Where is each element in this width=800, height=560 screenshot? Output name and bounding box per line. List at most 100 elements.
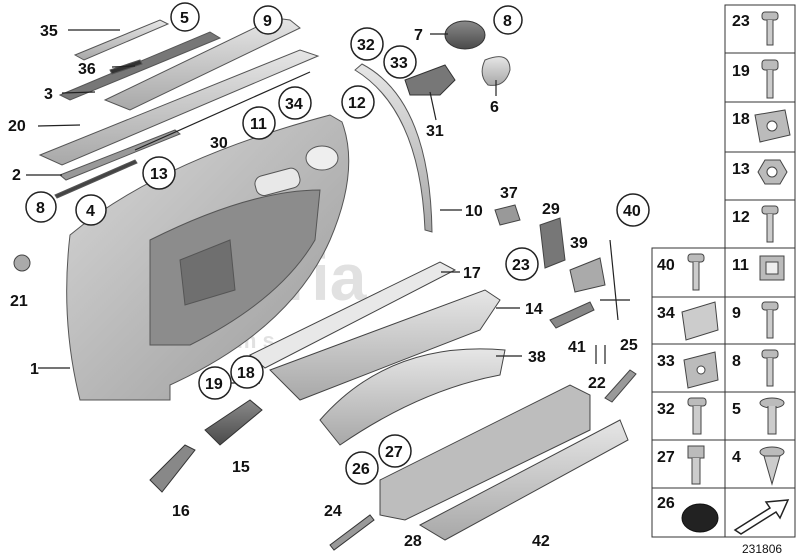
clip-nut-icon [683, 351, 719, 389]
bolt-icon [687, 445, 705, 485]
expansion-rivet-icon [759, 446, 785, 486]
clip-icon [681, 301, 719, 341]
callout-13: 13 [150, 166, 168, 183]
screw-icon [687, 397, 707, 435]
screw-icon [761, 301, 779, 339]
callout-29: 29 [542, 201, 560, 218]
callout-33: 33 [390, 55, 408, 72]
part-37 [494, 204, 521, 226]
trim-strip-20 [38, 49, 320, 166]
callout-11: 11 [250, 116, 267, 133]
trim-strip-3 [58, 31, 222, 101]
legend-5: 5 [732, 401, 741, 418]
screw-icon [761, 205, 779, 243]
screw-icon [761, 349, 779, 387]
callout-20: 20 [8, 118, 26, 135]
armrest-parts [249, 261, 506, 446]
legend-40: 40 [657, 257, 675, 274]
tweeter-7 [444, 20, 486, 50]
callout-19: 19 [205, 376, 223, 393]
callout-18: 18 [237, 365, 255, 382]
square-nut-icon [759, 255, 785, 281]
bracket-parts [494, 204, 637, 403]
callout-8-top: 8 [503, 13, 512, 30]
door-panel-opening [254, 167, 301, 197]
trim-strip-35 [73, 19, 170, 61]
fastener-legend: 23 19 18 13 12 40 11 34 9 33 8 32 5 27 4… [651, 4, 796, 538]
legend-23: 23 [732, 13, 750, 30]
legend-26: 26 [657, 495, 675, 512]
legend-19: 19 [732, 63, 750, 80]
cap-icon [681, 503, 719, 533]
hex-nut-icon [757, 159, 788, 185]
callout-42: 42 [532, 533, 550, 550]
legend-8: 8 [732, 353, 741, 370]
callout-37: 37 [500, 185, 518, 202]
callout-4: 4 [86, 203, 95, 220]
callout-24: 24 [324, 503, 342, 520]
callout-17: 17 [463, 265, 481, 282]
trim-strip-2 [59, 129, 181, 181]
callout-31: 31 [426, 123, 444, 140]
callout-5: 5 [180, 10, 189, 27]
trim-strip-9 [103, 17, 301, 111]
legend-33: 33 [657, 353, 675, 370]
callout-23: 23 [512, 257, 530, 274]
legend-11: 11 [732, 257, 749, 274]
callout-6: 6 [490, 99, 499, 116]
callout-10: 10 [465, 203, 483, 220]
callout-35: 35 [40, 23, 58, 40]
callout-21: 21 [10, 293, 28, 310]
trim-strips [38, 17, 320, 199]
plug-21 [13, 254, 31, 272]
callout-16: 16 [172, 503, 190, 520]
callout-26: 26 [352, 461, 370, 478]
door-rod-40 [600, 239, 630, 321]
callout-38: 38 [528, 349, 546, 366]
legend-9: 9 [732, 305, 741, 322]
door-pocket-28 [379, 384, 591, 521]
callout-22: 22 [588, 375, 606, 392]
callout-12: 12 [348, 95, 366, 112]
grip-end-16 [149, 444, 196, 493]
tweeter-cover-6 [481, 56, 511, 86]
pin-41 [549, 301, 595, 329]
clip-nut-icon [754, 109, 791, 143]
callout-7: 7 [414, 27, 423, 44]
legend-34: 34 [657, 305, 675, 322]
pin-25 [604, 369, 637, 403]
callout-32: 32 [357, 37, 375, 54]
diagram-reference-number: 231806 [742, 542, 782, 556]
callout-28: 28 [404, 533, 422, 550]
callout-8-left: 8 [36, 200, 45, 217]
callout-40: 40 [623, 203, 641, 220]
callout-9: 9 [263, 13, 272, 30]
clip-36 [109, 59, 143, 75]
armrest-cover-38 [319, 348, 506, 446]
part-39 [569, 257, 606, 293]
callout-15: 15 [232, 459, 250, 476]
legend-27: 27 [657, 449, 675, 466]
legend-32: 32 [657, 401, 675, 418]
callout-30: 30 [210, 135, 228, 152]
legend-13: 13 [732, 161, 750, 178]
screw-icon [759, 397, 785, 435]
callout-27: 27 [385, 444, 403, 461]
door-panel-speaker-hole [305, 145, 339, 171]
pocket-parts [379, 384, 629, 541]
callout-36: 36 [78, 61, 96, 78]
callout-2: 2 [12, 167, 21, 184]
speaker-parts [404, 20, 511, 96]
grip-15 [204, 399, 263, 446]
arrow-icon [733, 499, 790, 535]
trim-wire [54, 159, 138, 199]
trim-leader [134, 71, 311, 151]
door-handle-31 [404, 64, 456, 96]
pin-24 [329, 514, 375, 551]
pocket-cover-42 [418, 419, 629, 541]
callout-1: 1 [30, 361, 39, 378]
part-29 [539, 217, 566, 269]
armrest-14 [269, 289, 501, 401]
